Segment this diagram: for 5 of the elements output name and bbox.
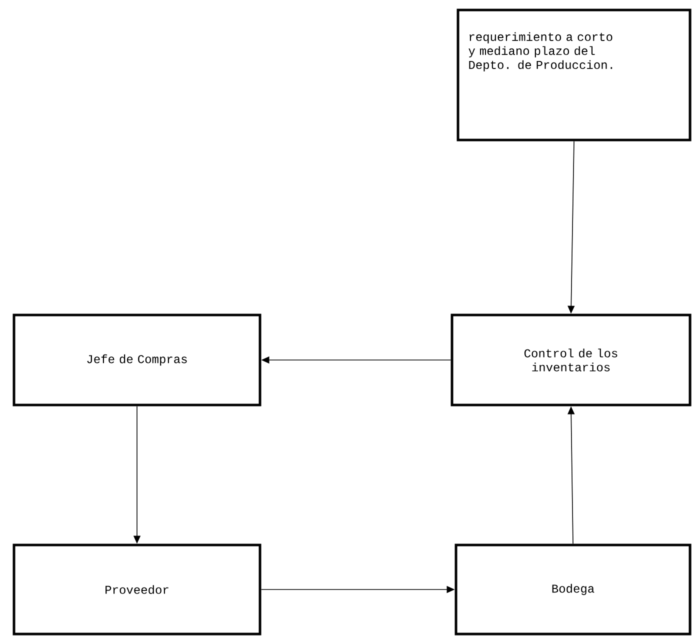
text-box: Jefe de Compras bbox=[12, 314, 262, 406]
text-box: Proveedor bbox=[12, 544, 262, 636]
text-box: Control de los inventarios bbox=[450, 314, 692, 406]
text-box: Bodega bbox=[454, 544, 692, 636]
text-box: requerimiento a corto y mediano plazo del Depto. de Produccion. bbox=[456, 8, 692, 142]
